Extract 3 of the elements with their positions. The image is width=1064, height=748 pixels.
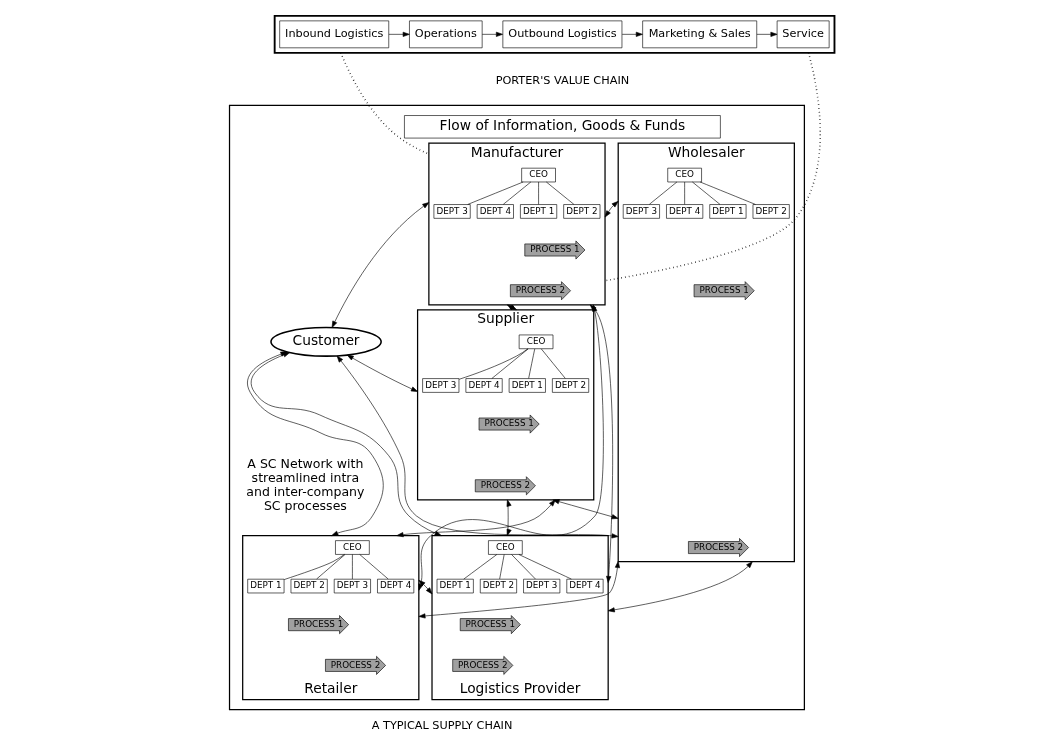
label: A SC Network with streamlined intra and inter-company SC processes xyxy=(246,456,365,513)
label: PORTER'S VALUE CHAIN xyxy=(495,74,630,88)
label: A TYPICAL SUPPLY CHAIN xyxy=(371,718,513,732)
